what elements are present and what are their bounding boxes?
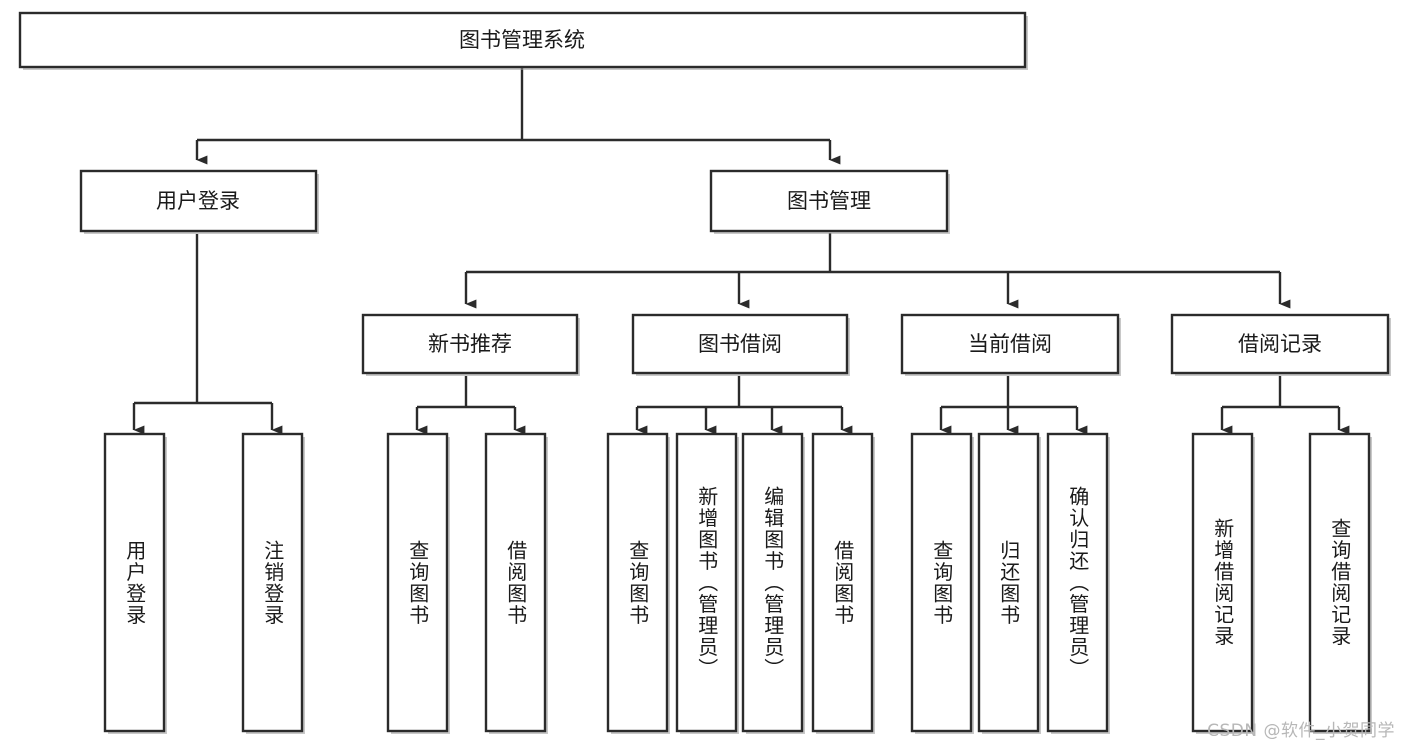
node-book-management[interactable]: 图书管理 [709,169,950,234]
node-borrow-records-label: 借阅记录 [1238,332,1322,356]
leaf-box-10[interactable] [1046,432,1109,733]
node-current-borrow-label: 当前借阅 [968,332,1052,356]
leaf-box-0[interactable] [103,432,166,733]
node-book-borrow-label: 图书借阅 [698,332,782,356]
leaf-box-3[interactable] [484,432,547,733]
leaf-box-9[interactable] [977,432,1040,733]
leaf-box-2[interactable] [386,432,449,733]
node-current-borrow-box[interactable] [900,313,1120,375]
connector-group-root-to-level2 [195,67,841,165]
node-user-login-label: 用户登录 [156,189,240,213]
leaf-box-6[interactable] [741,432,804,733]
leaf-box-5[interactable] [675,432,738,733]
node-book-management-box[interactable] [709,169,949,233]
node-book-management-label: 图书管理 [787,189,871,213]
leaf-box-8[interactable] [910,432,973,733]
node-new-book-recommend[interactable]: 新书推荐 [361,313,580,376]
node-user-login-box[interactable] [79,169,318,233]
node-root-label: 图书管理系统 [459,28,585,52]
connector-group-borrow-to-leaves [635,376,853,435]
node-new-book-recommend-box[interactable] [361,313,579,375]
leaf-box-12[interactable] [1308,432,1371,733]
node-book-borrow[interactable]: 图书借阅 [631,313,850,376]
leaf-box-4[interactable] [606,432,669,733]
leaf-box-11[interactable] [1191,432,1254,733]
connector-group-current-to-leaves [939,376,1088,435]
watermark-text: CSDN @软件_小贺同学 [1207,721,1395,741]
node-user-login[interactable]: 用户登录 [79,169,319,234]
connector-group-newbook-to-leaves [415,376,526,435]
node-current-borrow[interactable]: 当前借阅 [900,313,1121,376]
node-borrow-records[interactable]: 借阅记录 [1170,313,1391,376]
connector-group-userlogin-to-leaves [132,234,283,435]
node-root[interactable]: 图书管理系统 [18,11,1028,70]
leaf-box-1[interactable] [241,432,304,733]
node-new-book-recommend-label: 新书推荐 [428,332,512,356]
connector-group-records-to-leaves [1220,376,1350,435]
leaf-boxes [103,432,1372,734]
connector-group-bookmgmt-to-level3 [464,233,1291,309]
node-borrow-records-box[interactable] [1170,313,1390,375]
node-root-box[interactable] [18,11,1027,69]
leaf-box-7[interactable] [811,432,874,733]
node-book-borrow-box[interactable] [631,313,849,375]
